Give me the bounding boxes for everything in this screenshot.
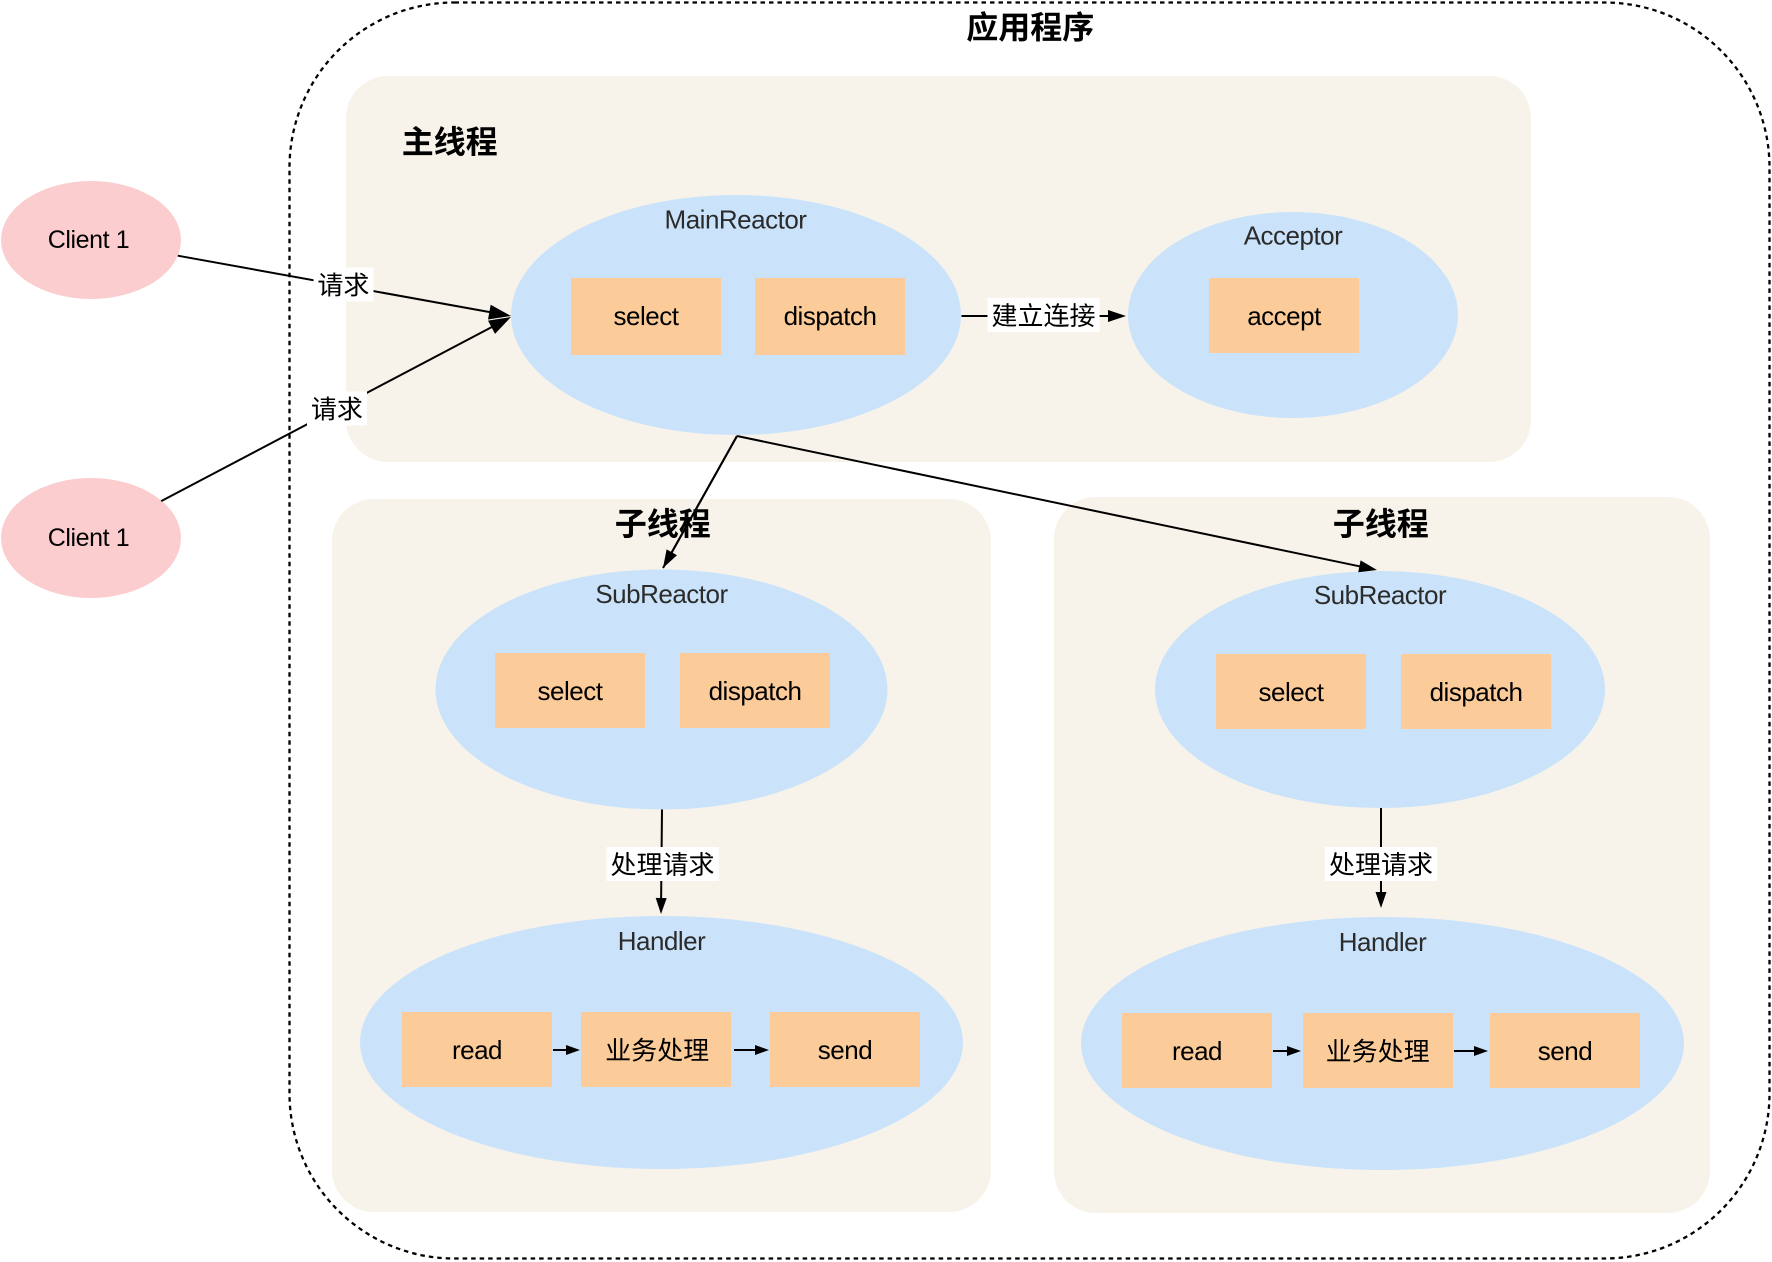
svg-text:Acceptor: Acceptor xyxy=(1244,221,1343,251)
svg-text:Client 1: Client 1 xyxy=(48,524,130,552)
svg-text:send: send xyxy=(1538,1036,1592,1066)
svg-text:read: read xyxy=(1172,1036,1222,1066)
svg-text:accept: accept xyxy=(1247,301,1322,331)
svg-text:Client 1: Client 1 xyxy=(48,226,130,254)
svg-text:MainReactor: MainReactor xyxy=(665,205,808,235)
svg-text:read: read xyxy=(452,1035,502,1065)
svg-text:Handler: Handler xyxy=(1339,927,1427,957)
svg-text:select: select xyxy=(1259,677,1325,707)
svg-text:dispatch: dispatch xyxy=(784,301,877,331)
svg-text:select: select xyxy=(614,301,680,331)
svg-text:SubReactor: SubReactor xyxy=(595,579,728,609)
svg-text:dispatch: dispatch xyxy=(1430,677,1523,707)
svg-text:SubReactor: SubReactor xyxy=(1314,580,1447,610)
svg-text:dispatch: dispatch xyxy=(709,676,802,706)
svg-text:send: send xyxy=(818,1035,872,1065)
svg-text:Handler: Handler xyxy=(618,926,706,956)
svg-text:select: select xyxy=(538,676,604,706)
